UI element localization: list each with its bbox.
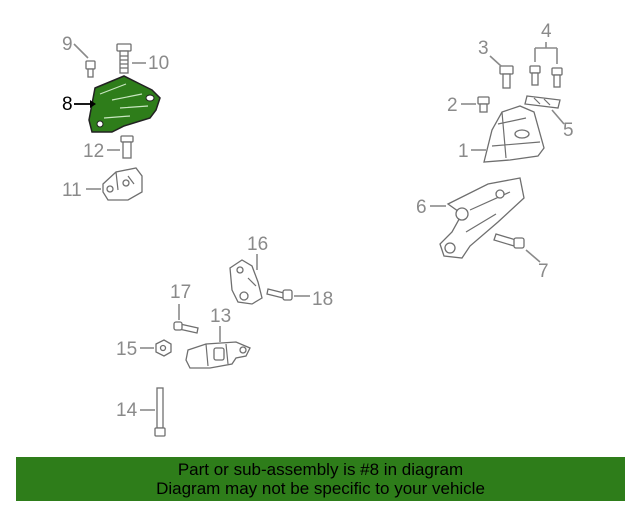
part-16-bracket — [229, 259, 263, 305]
callout-12: 12 — [83, 141, 104, 162]
callout-18: 18 — [312, 289, 333, 310]
leader-8-arrow — [90, 100, 96, 108]
callout-17: 17 — [170, 282, 191, 303]
callout-10: 10 — [148, 53, 169, 74]
part-13-mount — [185, 341, 251, 369]
part-1-mount — [483, 105, 545, 163]
part-4-bolts — [529, 65, 563, 88]
callout-4: 4 — [541, 21, 552, 42]
banner-line-disclaimer: Diagram may not be specific to your vehi… — [156, 479, 485, 498]
leader-4 — [534, 42, 558, 64]
part-12-bolt — [120, 135, 134, 159]
part-10-bolt — [116, 43, 132, 74]
part-3-bolt — [499, 65, 514, 89]
callout-7: 7 — [538, 261, 549, 282]
part-9-bolt — [85, 60, 96, 78]
banner-line-part: Part or sub-assembly is #8 in diagram — [177, 460, 464, 479]
callout-5: 5 — [563, 120, 574, 141]
callout-15: 15 — [116, 339, 137, 360]
callout-2: 2 — [447, 95, 458, 116]
part-6-bracket — [439, 177, 525, 259]
callout-1: 1 — [458, 141, 469, 162]
leader-7 — [525, 249, 541, 263]
callout-13: 13 — [210, 306, 231, 327]
part-5-clip — [524, 95, 561, 109]
part-8-mount-bracket — [88, 75, 161, 133]
info-banner: Part or sub-assembly is #8 in diagram Di… — [16, 457, 625, 501]
callout-8: 8 — [62, 94, 73, 115]
callout-11: 11 — [62, 180, 82, 201]
part-15-nut — [155, 339, 172, 357]
part-11-mount — [102, 167, 143, 201]
callout-9: 9 — [62, 34, 73, 55]
leader-3 — [489, 55, 502, 67]
callout-6: 6 — [416, 197, 427, 218]
part-2-bolt — [477, 96, 490, 113]
parts-diagram: 9 10 8 12 11 3 — [62, 21, 574, 437]
part-14-bolt — [154, 387, 166, 437]
leader-9 — [73, 43, 89, 59]
callout-16: 16 — [247, 234, 268, 255]
leader-5 — [551, 109, 565, 125]
part-7-bolt — [493, 233, 525, 249]
callout-14: 14 — [116, 400, 138, 421]
part-18-bolt — [266, 288, 293, 301]
callout-3: 3 — [478, 38, 489, 59]
part-17-bolt — [173, 321, 199, 334]
